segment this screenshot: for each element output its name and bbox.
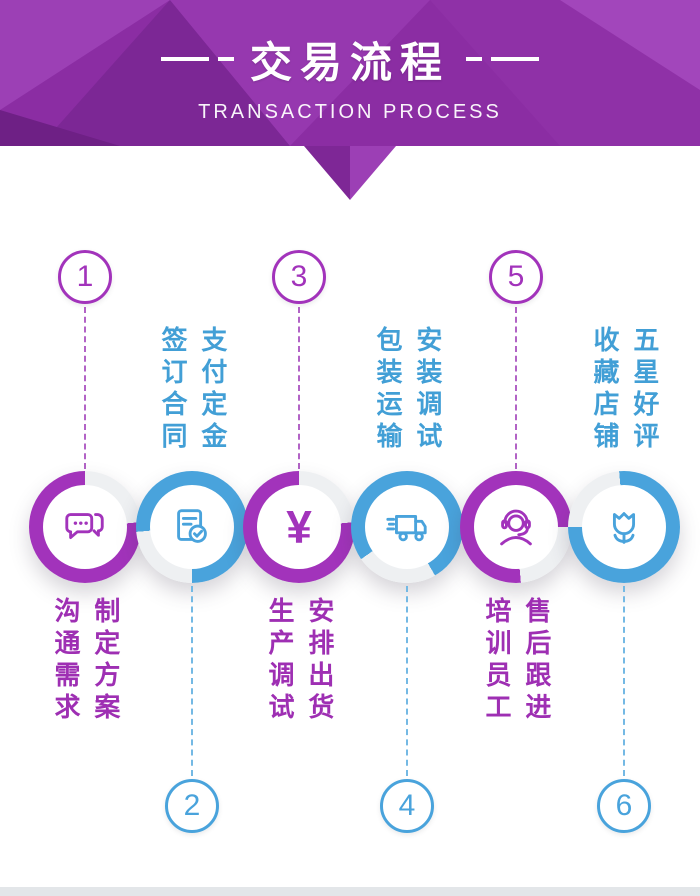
step-6-label-phrase-2: 五星好评	[629, 326, 660, 454]
page-title: 交易流程	[249, 38, 450, 86]
step-6-number-badge: 6	[597, 779, 651, 833]
step-3-icon-circle: ¥	[243, 471, 355, 583]
step-5-connector-line	[515, 307, 517, 469]
step-2-label: 签订合同 支付定金	[132, 326, 252, 454]
contract-check-icon	[177, 509, 207, 543]
page-subtitle: TRANSACTION PROCESS	[198, 100, 502, 123]
step-2-number-badge: 2	[165, 779, 219, 833]
flower-icon	[612, 512, 636, 544]
decoration-bar	[466, 57, 482, 61]
title-row: 交易流程	[160, 29, 539, 90]
step-4-label-phrase-1: 包装运输	[373, 326, 403, 454]
step-3-number-badge: 3	[272, 250, 326, 304]
banner: 交易流程 TRANSACTION PROCESS	[0, 0, 700, 146]
banner-faceted-background	[0, 0, 700, 146]
step-6-icon-circle	[568, 471, 680, 583]
delivery-truck-icon	[386, 515, 427, 542]
step-4-number-badge: 4	[380, 779, 434, 833]
title-decoration-left	[160, 57, 234, 61]
chat-bubbles-icon	[65, 513, 104, 539]
step-6-connector-line	[623, 586, 625, 776]
step-1-label-phrase-1: 沟通需求	[51, 597, 81, 725]
step-5-icon-circle	[460, 471, 572, 583]
step-2-icon-circle	[136, 471, 248, 583]
yuan-currency-icon: ¥	[286, 501, 312, 553]
step-5-label-phrase-1: 培训员工	[482, 597, 512, 725]
decoration-bar	[217, 57, 234, 61]
step-5-label: 培训员工 售后跟进	[456, 597, 576, 725]
step-4-label: 包装运输 安装调试	[347, 326, 467, 454]
decoration-bar	[491, 57, 539, 61]
step-1-icon-circle	[29, 471, 141, 583]
step-3-connector-line	[298, 307, 300, 469]
step-5-number-badge: 5	[489, 250, 543, 304]
step-6-label: 收藏店铺 五星好评	[564, 326, 684, 454]
step-3-label: 生产调试 安排出货	[239, 597, 359, 725]
step-1-label-phrase-2: 制定方案	[90, 597, 121, 725]
customer-service-icon	[500, 509, 532, 546]
step-3-label-phrase-1: 生产调试	[265, 597, 295, 725]
step-1-number-badge: 1	[58, 250, 112, 304]
step-5-label-phrase-2: 售后跟进	[521, 597, 552, 725]
step-4-icon-circle	[351, 471, 463, 583]
step-3-label-phrase-2: 安排出货	[304, 597, 335, 725]
step-2-label-phrase-1: 签订合同	[158, 326, 188, 454]
step-2-connector-line	[191, 586, 193, 776]
step-4-connector-line	[406, 586, 408, 776]
banner-content: 交易流程 TRANSACTION PROCESS	[0, 0, 700, 146]
banner-pointer-arrow	[304, 146, 396, 200]
step-1-label: 沟通需求 制定方案	[25, 597, 145, 725]
bottom-divider-strip	[0, 887, 700, 896]
step-4-label-phrase-2: 安装调试	[412, 326, 443, 454]
step-6-label-phrase-1: 收藏店铺	[590, 326, 620, 454]
decoration-bar	[160, 57, 209, 61]
title-decoration-right	[466, 57, 539, 61]
step-1-connector-line	[84, 307, 86, 469]
step-2-label-phrase-2: 支付定金	[197, 326, 228, 454]
